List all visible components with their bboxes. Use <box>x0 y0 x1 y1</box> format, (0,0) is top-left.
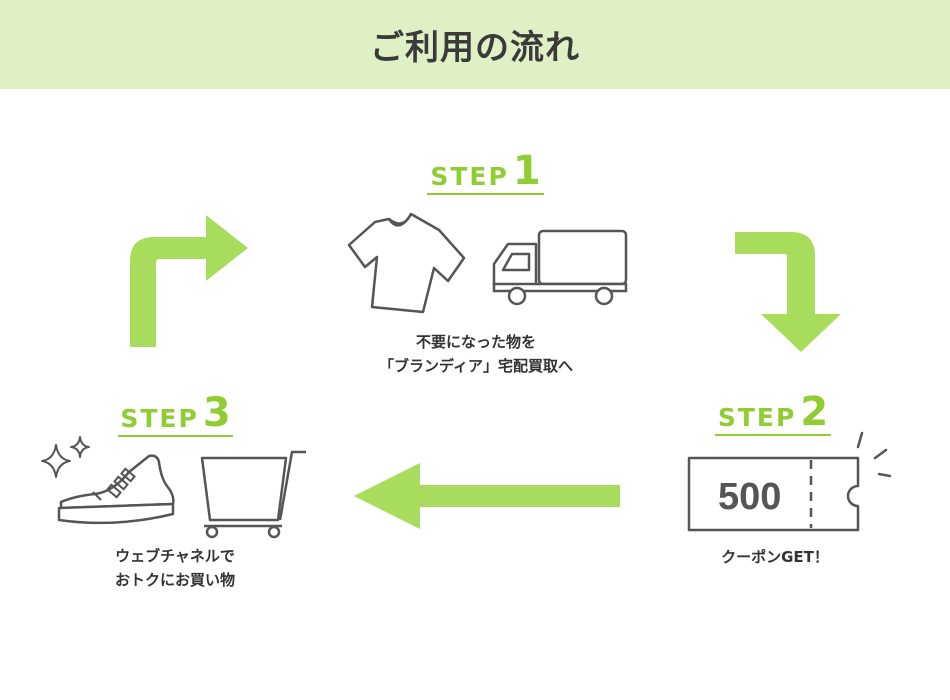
step2-caption: クーポンGET！ <box>700 545 850 569</box>
step3-caption-line2: おトクにお買い物 <box>114 571 235 589</box>
truck-icon <box>492 229 628 306</box>
arrow-down-right-icon <box>735 232 841 352</box>
step2-heading: STEP 2 <box>715 389 831 436</box>
arrow-up-right-icon <box>130 215 248 347</box>
step3-number: 3 <box>202 390 231 436</box>
page-title: ご利用の流れ <box>370 28 580 68</box>
sneaker-icon <box>57 454 175 525</box>
shopping-cart-icon <box>200 450 306 539</box>
step1-number: 1 <box>512 148 541 194</box>
page-header: ご利用の流れ <box>0 0 950 89</box>
coupon-value: 500 <box>718 476 782 518</box>
arrow-left-icon <box>354 463 620 529</box>
step1-caption-line1: 不要になった物を <box>415 333 536 351</box>
step1-caption: 不要になった物を 「ブランディア」宅配買取へ <box>360 330 592 378</box>
step1-label: STEP <box>430 162 509 191</box>
step2-caption-line1: クーポンGET！ <box>721 548 829 566</box>
step2-label: STEP <box>717 403 797 432</box>
tshirt-icon <box>347 212 466 314</box>
step3-caption-line1: ウェブチャネルで <box>115 547 235 565</box>
step1-caption-line2: 「ブランディア」宅配買取へ <box>379 357 573 375</box>
coupon-icon <box>687 431 892 532</box>
step3-label: STEP <box>120 404 199 433</box>
step1-heading: STEP 1 <box>427 148 544 195</box>
step2-number: 2 <box>800 389 829 435</box>
step3-caption: ウェブチャネルで おトクにお買い物 <box>75 544 275 592</box>
sparkle-icon <box>41 436 90 478</box>
step3-heading: STEP 3 <box>118 390 233 437</box>
